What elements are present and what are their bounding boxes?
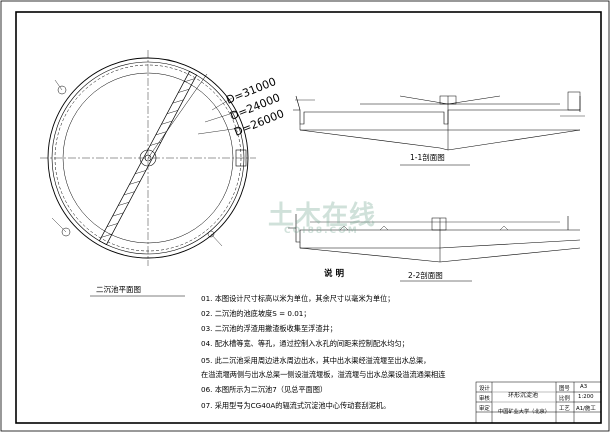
tb-drawing-no: A3	[580, 384, 588, 390]
note-item: 06. 本图所示为二沉池7（见总平面图）	[201, 385, 328, 394]
inner-frame	[15, 11, 602, 424]
tb-check-label: 审核	[479, 396, 490, 402]
plan-view	[40, 50, 256, 297]
tb-school: 中国矿业大学（北京）	[498, 409, 550, 415]
tb-stage: A1/施工	[576, 406, 596, 412]
tb-scale: 1:200	[578, 394, 594, 400]
outlet-pipe	[207, 230, 215, 238]
note-item: 05. 此二沉池采用周边进水周边出水，其中出水渠经溢流堰至出水总渠，	[201, 356, 431, 365]
section-radial-line	[147, 73, 208, 159]
leader-mid	[204, 111, 237, 123]
plan-title: 二沉池平面图	[96, 284, 141, 294]
sludge-pipe	[61, 227, 71, 237]
tb-stage-label: 工艺	[559, 406, 570, 412]
tb-review-label: 审定	[479, 406, 490, 412]
note-item: 04. 配水槽等宽、等孔，通过控制入水孔的间距来控制配水均匀；	[201, 339, 409, 348]
tb-drawing-name: 环形沉淀池	[508, 392, 539, 399]
section-2-title: 2-2剖面图	[408, 270, 443, 280]
note-item: 在溢流堰两侧与出水总渠一侧设溢流堰板，溢流堰与出水总渠设溢流通渠相连	[201, 370, 446, 379]
scraper-bridge	[98, 70, 198, 246]
tb-design-label: 设计	[479, 386, 490, 392]
watermark-text: COI88.COM	[284, 226, 359, 236]
title-block	[475, 381, 602, 424]
note-item: 07. 采用型号为CG40A的辐流式沉淀池中心传动套刮泥机。	[201, 401, 391, 410]
watermark-logo: 土木在线	[268, 201, 377, 231]
section-1-title: 1-1剖面图	[410, 152, 445, 162]
leader-outer	[211, 97, 233, 111]
note-item: 03. 二沉池的浮渣用撇渣板收集至浮渣井；	[201, 324, 337, 333]
section-2-view	[288, 214, 581, 282]
tb-drawing-no-label: 图号	[559, 386, 570, 392]
note-item: 02. 二沉池的池底坡度S = 0.01；	[201, 309, 311, 318]
section-1-view	[293, 91, 585, 166]
scum-well	[235, 149, 247, 167]
leader-inner	[197, 127, 241, 135]
inlet-pipe	[57, 85, 67, 95]
notes-heading: 说 明	[324, 269, 344, 279]
note-item: 01. 本图设计尺寸标高以米为单位，其余尺寸以毫米为单位；	[201, 294, 395, 303]
tb-scale-label: 比例	[559, 396, 570, 402]
